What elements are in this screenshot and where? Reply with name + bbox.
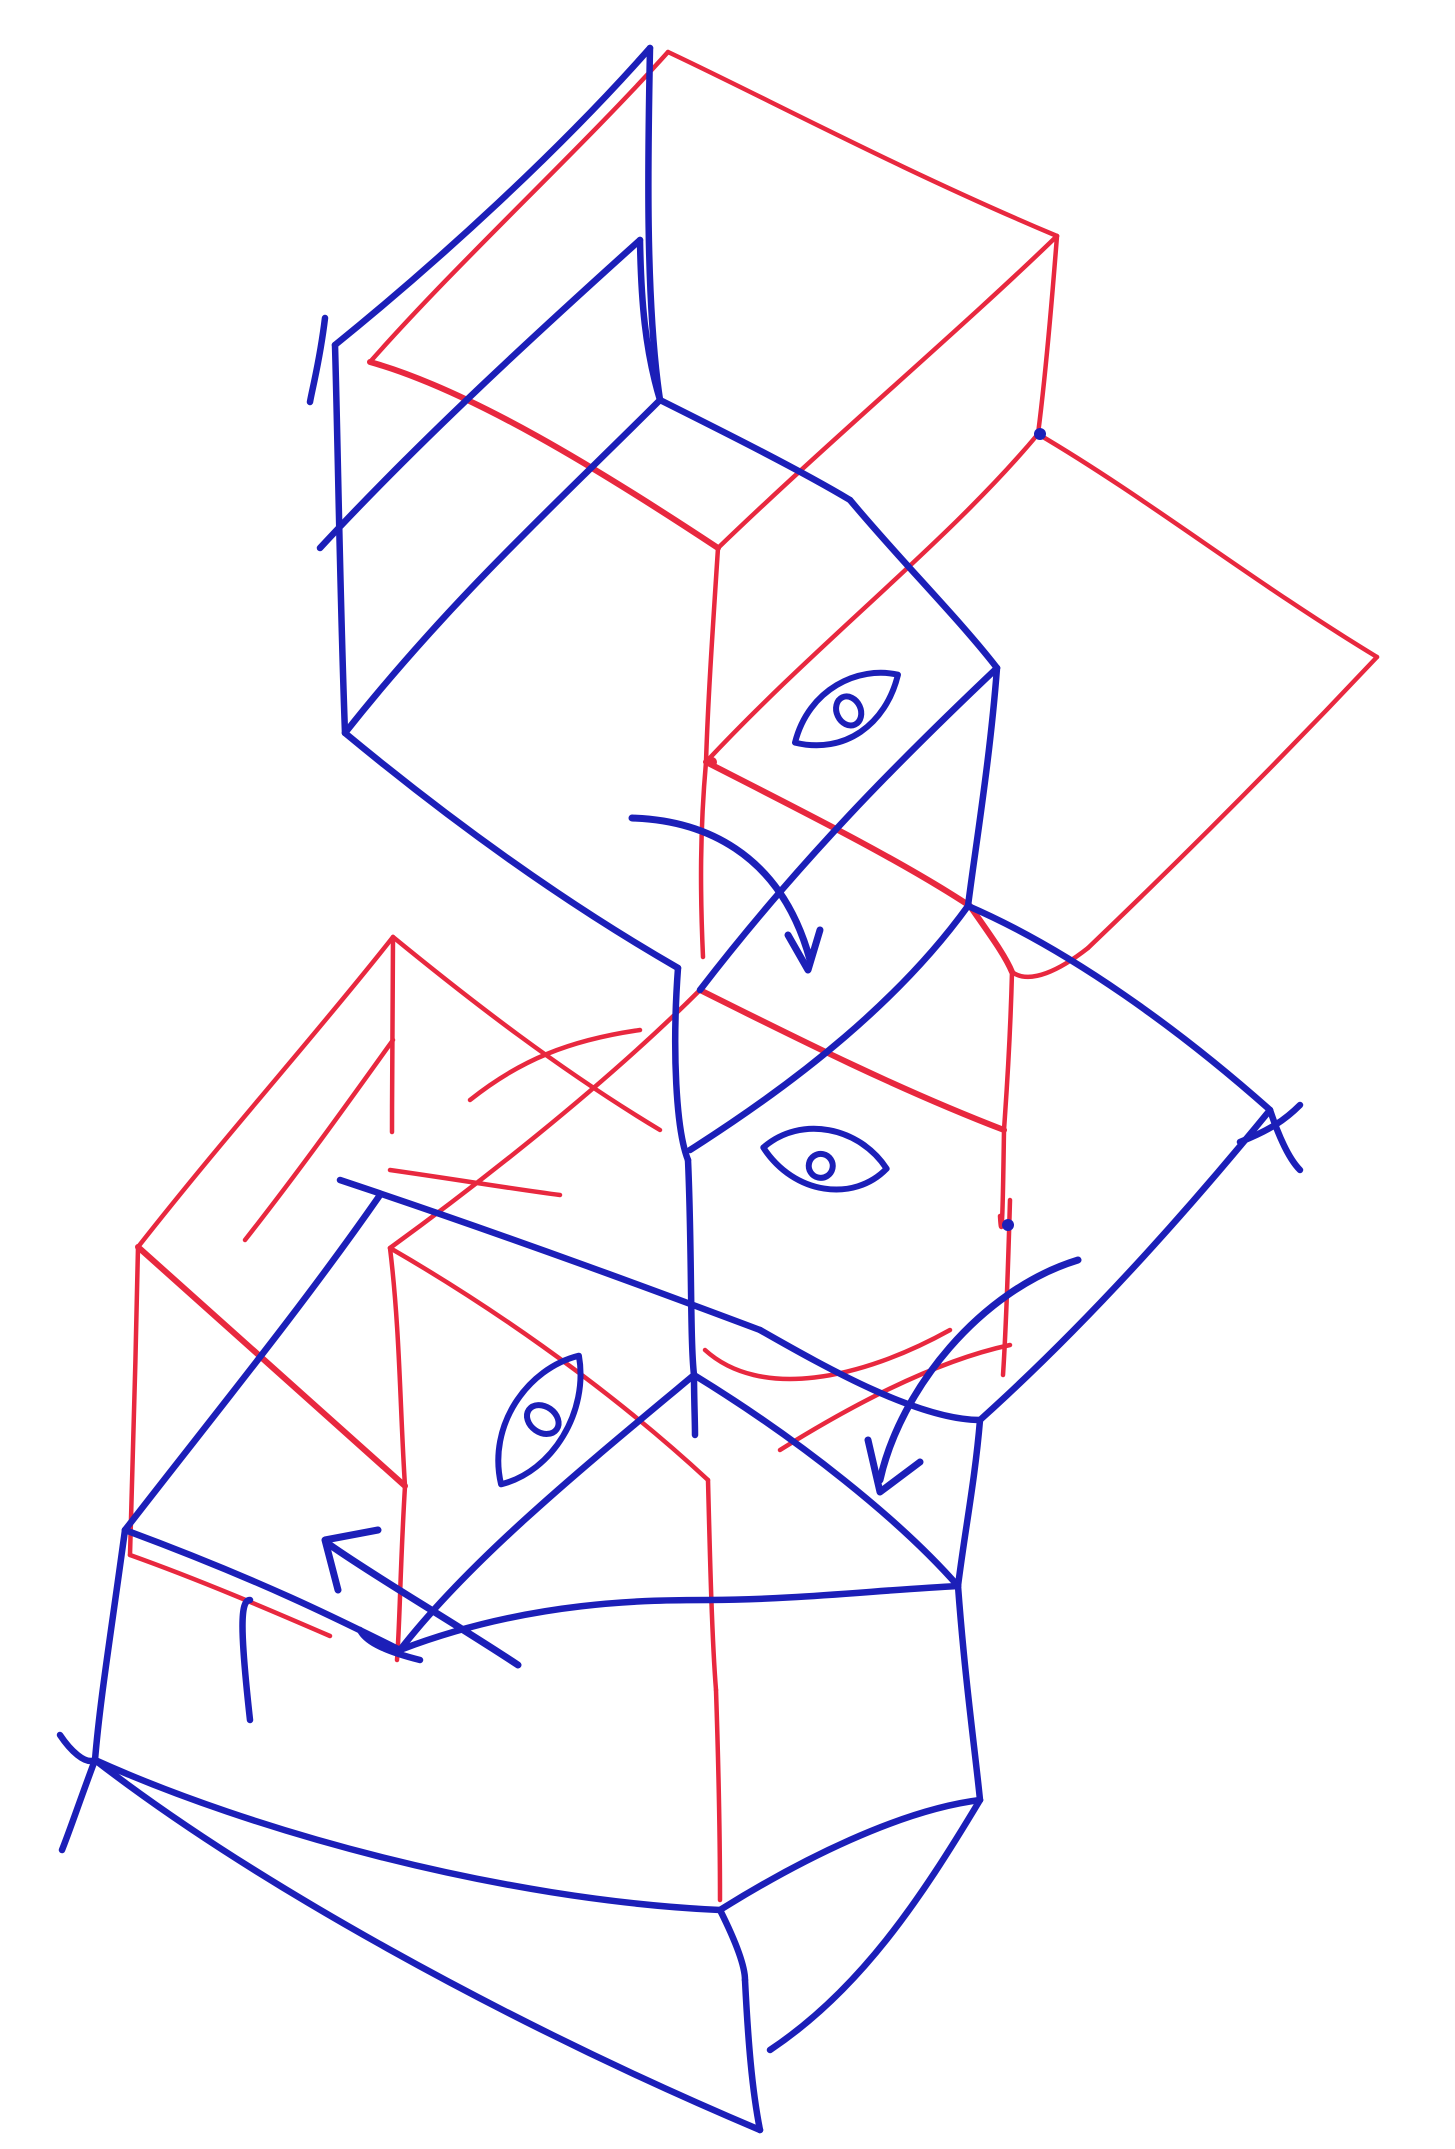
red-edge xyxy=(390,1248,405,1486)
red-edge xyxy=(390,990,700,1248)
blue-edge xyxy=(980,1110,1270,1420)
blue-edge xyxy=(760,1330,980,1420)
blue-edge xyxy=(720,1800,980,1910)
red-cube-outline xyxy=(130,52,1377,1900)
red-edge xyxy=(390,1248,708,1480)
arrow-head xyxy=(868,1440,920,1492)
junction-dot xyxy=(1034,428,1046,440)
blue-edge xyxy=(690,906,968,1150)
blue-edge xyxy=(745,1980,760,2130)
red-edge xyxy=(1038,236,1057,434)
junction-dot xyxy=(707,757,717,767)
curved-arrow-icon xyxy=(632,818,820,970)
red-edge xyxy=(130,1247,138,1555)
eye-icon xyxy=(472,1341,606,1497)
junction-dots xyxy=(707,428,1046,1231)
arrow-shaft xyxy=(330,1545,518,1665)
red-edge xyxy=(716,1690,720,1900)
blue-edge xyxy=(958,1586,980,1800)
red-edge xyxy=(397,1486,405,1660)
blue-edge xyxy=(243,1600,251,1720)
blue-edge xyxy=(320,240,640,548)
red-edge xyxy=(470,1030,640,1100)
blue-edge xyxy=(688,1160,694,1375)
red-edge xyxy=(708,1480,716,1690)
eye-pupil xyxy=(521,1399,564,1440)
red-edge xyxy=(130,1555,330,1636)
red-edge xyxy=(1000,1130,1004,1227)
blue-edge xyxy=(850,500,997,668)
eye-pupil xyxy=(831,692,865,729)
eye-icon xyxy=(758,1118,892,1201)
red-edge xyxy=(1038,434,1377,657)
red-edge xyxy=(706,434,1038,762)
red-edge xyxy=(392,937,393,1132)
eye-pupil xyxy=(807,1152,835,1180)
junction-dot xyxy=(1002,1219,1014,1231)
blue-edge xyxy=(125,1195,380,1530)
blue-edge xyxy=(62,1760,95,1850)
blue-edge xyxy=(400,1600,710,1650)
blue-edge xyxy=(720,1910,745,1980)
blue-edge xyxy=(968,668,997,906)
blue-edge xyxy=(335,345,345,733)
blue-edge xyxy=(675,968,688,1160)
red-edge xyxy=(138,1247,405,1486)
red-edge xyxy=(718,236,1057,548)
red-edge xyxy=(705,1330,950,1379)
red-edge xyxy=(1088,657,1377,948)
red-edge xyxy=(701,762,706,957)
red-edge xyxy=(370,52,668,362)
red-edge xyxy=(706,762,970,906)
blue-edge xyxy=(95,1760,720,1910)
blue-edge xyxy=(770,1800,980,2050)
blue-edge xyxy=(710,1586,958,1600)
red-edge xyxy=(370,362,718,548)
red-edge xyxy=(668,52,1057,236)
blue-edge xyxy=(345,733,678,968)
red-edge xyxy=(706,548,718,762)
blue-edge xyxy=(95,1760,760,2130)
blue-edge xyxy=(310,318,325,402)
eye-icon xyxy=(780,659,913,759)
blue-edge xyxy=(60,1735,95,1761)
blue-edge xyxy=(335,48,650,345)
eye-outline xyxy=(780,659,913,759)
red-edge xyxy=(1004,972,1012,1130)
blue-edge xyxy=(95,1530,125,1760)
blue-edge xyxy=(958,1420,980,1586)
red-edge xyxy=(700,990,1004,1130)
blue-edge xyxy=(968,906,1270,1110)
eye-outline xyxy=(758,1118,892,1201)
blue-edge xyxy=(345,400,660,733)
blue-cube-outline xyxy=(60,48,1300,2130)
eye-outline xyxy=(472,1341,606,1497)
blue-edge xyxy=(700,668,997,990)
blue-edge xyxy=(694,1375,695,1435)
